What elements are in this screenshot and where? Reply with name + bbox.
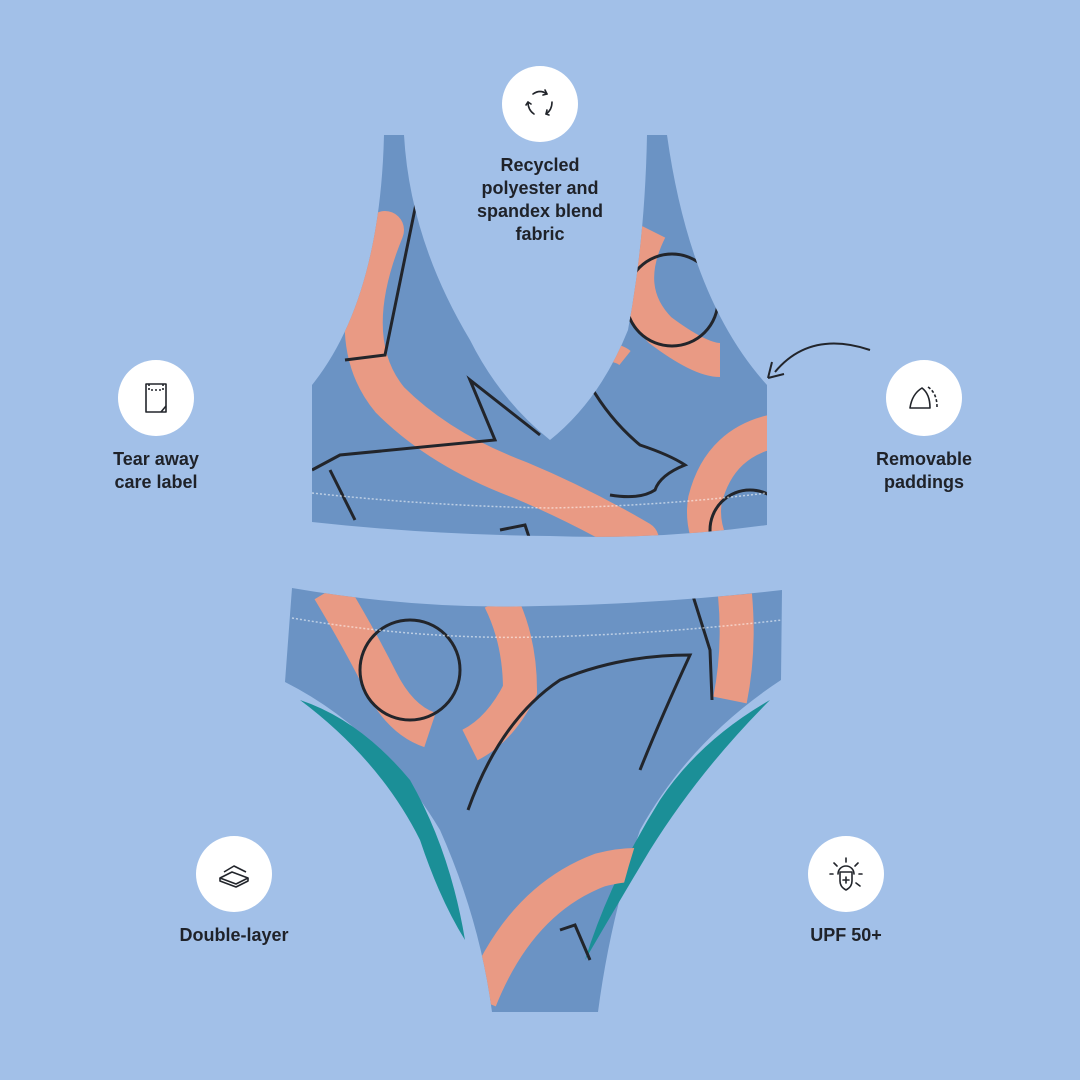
- pointer-arrow: [774, 342, 871, 373]
- feature-paddings-label: Removable paddings: [875, 449, 973, 492]
- bikini-top: [311, 135, 768, 537]
- bikini-bottom: [285, 588, 783, 1012]
- padding-icon: [909, 386, 938, 409]
- layers-icon: [219, 865, 249, 888]
- feature-upf: UPF 50+: [766, 836, 926, 947]
- feature-recycled: Recycled polyester and spandex blend fab…: [440, 66, 640, 246]
- feature-double-layer-label: Double-layer: [179, 925, 289, 945]
- feature-recycled-label: Recycled polyester and spandex blend fab…: [476, 155, 604, 244]
- feature-paddings: Removable paddings: [844, 360, 1004, 494]
- recycle-icon: [525, 89, 553, 116]
- feature-double-layer: Double-layer: [154, 836, 314, 947]
- sun-shield-icon: [829, 857, 863, 891]
- care-label-icon: [145, 383, 167, 413]
- feature-upf-label: UPF 50+: [810, 925, 882, 945]
- feature-care-label-label: Tear away care label: [113, 449, 199, 492]
- feature-care-label: Tear away care label: [76, 360, 236, 494]
